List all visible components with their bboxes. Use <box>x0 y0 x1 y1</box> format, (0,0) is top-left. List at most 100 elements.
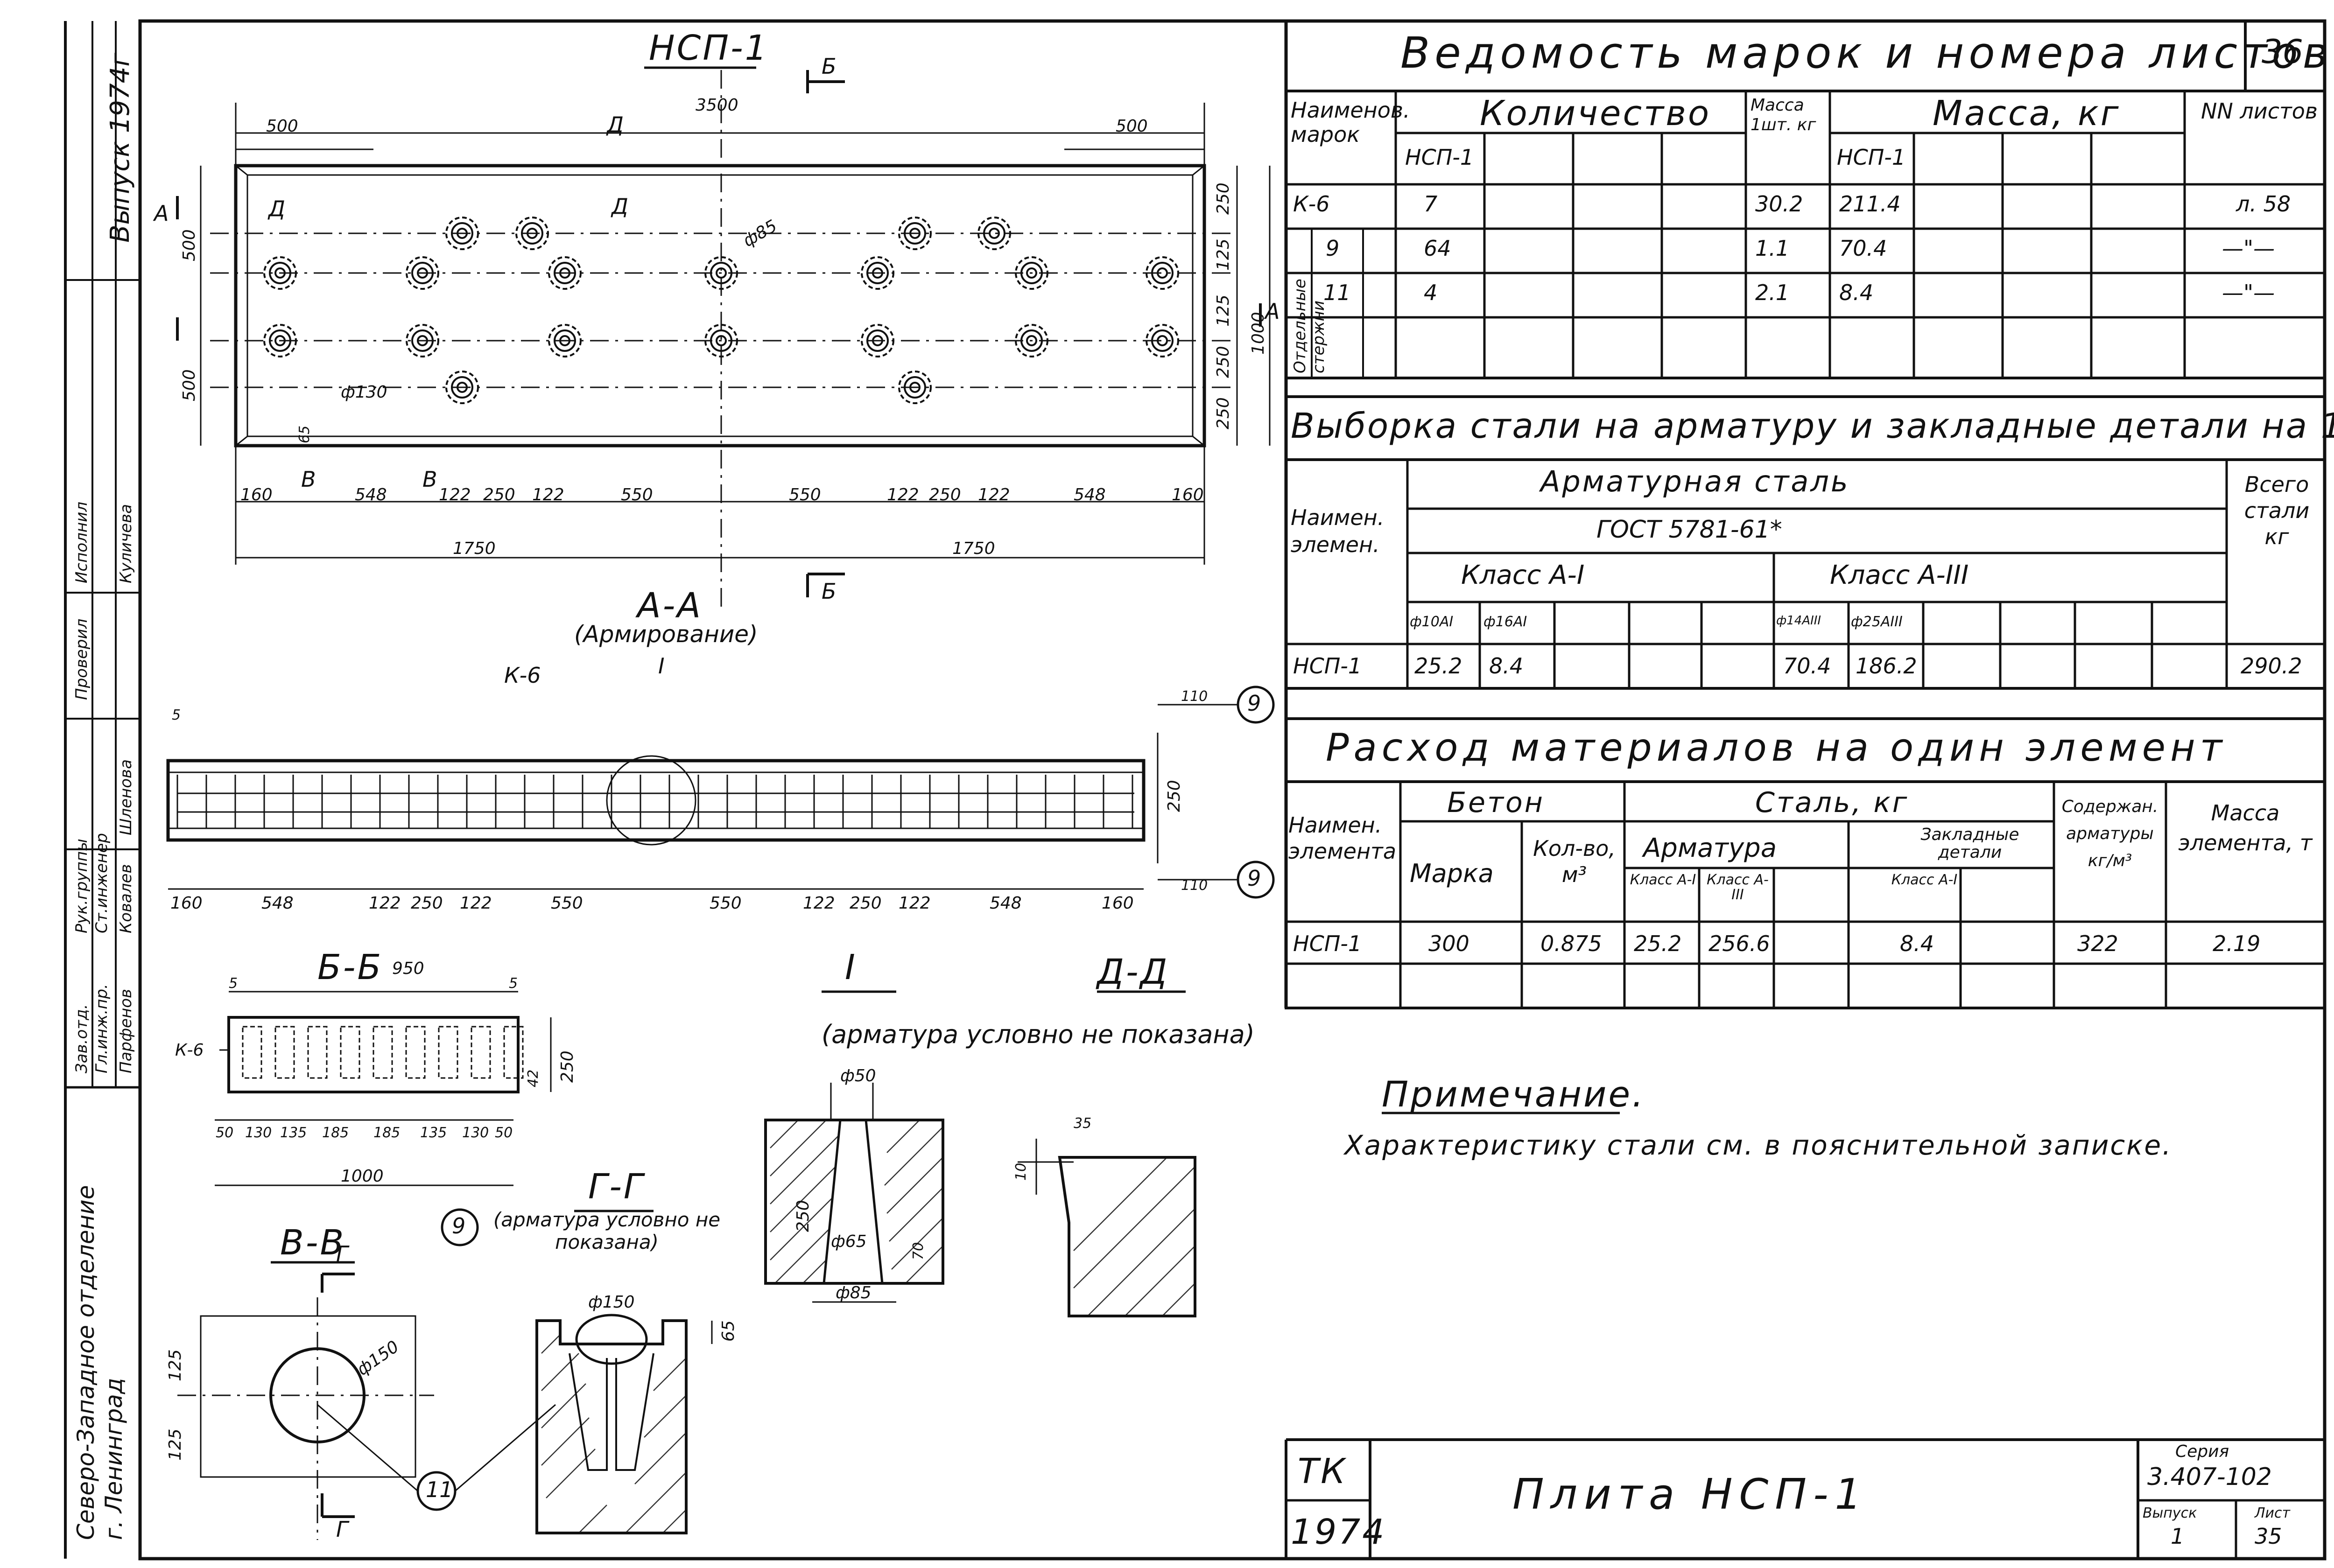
material-row-grade: 300 <box>1428 931 1469 956</box>
plan-hole <box>1157 335 1168 346</box>
plan-bottom-dim: 250 <box>483 485 515 504</box>
plan-hole <box>872 267 883 279</box>
material-h-mass: Масса элемента, т <box>2178 800 2313 855</box>
plan-hole <box>548 256 582 290</box>
drawing-title: Плита НСП-1 <box>1512 1470 1868 1519</box>
plan-cut-b-top: Б <box>822 54 837 79</box>
section-aa-dim: 122 <box>803 894 835 913</box>
plan-hole <box>1146 256 1179 290</box>
marks-row-m: 8.4 <box>1839 280 1874 305</box>
detail-I-dmid: ф65 <box>831 1232 867 1251</box>
plan-bottom-dim: 550 <box>621 485 653 504</box>
section-bb-title: Б-Б <box>317 947 383 987</box>
marks-row-m1: 2.1 <box>1755 280 1790 305</box>
plan-hole <box>904 222 926 245</box>
series-value: 3.407-102 <box>2147 1463 2272 1491</box>
plan-hole <box>554 329 576 352</box>
marks-row-sheet: —"— <box>2222 236 2275 261</box>
marks-h-qty: Количество <box>1480 93 1711 133</box>
section-gg-h: 65 <box>719 1320 738 1342</box>
marks-row-sheet: л. 58 <box>2236 191 2291 217</box>
plan-right-dim: 125 <box>1214 294 1233 327</box>
material-row-volume: 0.875 <box>1540 931 1602 956</box>
plan-hole <box>1157 267 1168 279</box>
detail-I-note: (арматура условно не показана) <box>822 1020 1255 1049</box>
plan-hole <box>1015 256 1048 290</box>
steel-d1: ф10АI <box>1410 614 1454 630</box>
plan-hole <box>861 324 894 357</box>
plan-hole <box>866 262 889 284</box>
plan-bottom-dim: 122 <box>887 485 919 504</box>
tk-label: ТК <box>1298 1451 1347 1491</box>
section-bb-h1: 42 <box>525 1069 541 1087</box>
section-vv-h: 125 <box>166 1428 185 1461</box>
steel-d2: ф16АI <box>1483 614 1527 630</box>
plan-left-dim: 500 <box>180 369 199 401</box>
plan-hole <box>559 335 570 346</box>
plan-half-dim: 1750 <box>453 539 496 558</box>
material-row-mass: 2.19 <box>2213 931 2261 956</box>
plan-hole-label2: ф130 <box>341 383 387 402</box>
section-aa-side-dim: 250 <box>1165 780 1184 812</box>
stamp-role: Рук.группы <box>72 839 91 933</box>
plan-hole <box>1146 324 1179 357</box>
plan-bottom-dim: 160 <box>240 485 273 504</box>
plan-hole <box>989 228 1000 239</box>
plan-hole <box>1015 324 1048 357</box>
section-aa-dim: 548 <box>990 894 1022 913</box>
plan-hole <box>263 324 297 357</box>
marks-row-mark: 11 <box>1323 280 1351 305</box>
section-aa-dim: 160 <box>1102 894 1134 913</box>
section-bb-rib <box>471 1026 491 1079</box>
marks-row-m: 211.4 <box>1839 191 1901 217</box>
plan-hole <box>704 324 738 357</box>
steel-table-title: Выборка стали на арматуру и закладные де… <box>1291 406 2334 446</box>
marks-h-name: Наименов. марок <box>1291 98 1410 147</box>
material-h-volume: Кол-во, м³ <box>1533 836 1616 887</box>
plan-hole <box>445 371 479 404</box>
stamp-name: Куличева <box>117 504 135 583</box>
plan-hole <box>411 262 434 284</box>
plan-top-dim: 500 <box>1116 117 1148 136</box>
stamp-role: Проверил <box>72 618 91 700</box>
material-row-a1: 25.2 <box>1634 931 1682 956</box>
section-bb-rib <box>405 1026 426 1079</box>
marks-row-m: 70.4 <box>1839 236 1887 261</box>
section-gg-title: Г-Г <box>588 1167 645 1207</box>
plan-cut-d2: Д <box>612 194 628 219</box>
stamp-org: Северо-Западное отделение <box>72 1185 99 1540</box>
marks-row-mark: 9 <box>1326 236 1340 261</box>
plan-hole <box>527 228 538 239</box>
plan-hole <box>269 262 291 284</box>
plan-half-dim: 1750 <box>952 539 995 558</box>
plan-title: НСП-1 <box>649 28 769 68</box>
marks-row-qty: 4 <box>1424 280 1438 305</box>
sheet-value: 35 <box>2255 1524 2282 1549</box>
section-aa-mark9: 9 <box>1247 691 1261 716</box>
material-h-embed-class: Класс А-I <box>1891 872 1958 888</box>
note-text: Характеристику стали см. в пояснительной… <box>1344 1129 2172 1161</box>
plan-hole <box>559 267 570 279</box>
sheet-number: 36 <box>2262 33 2304 71</box>
plan-top-dim: 3500 <box>696 96 738 115</box>
detail-dd-w: 35 <box>1074 1115 1092 1132</box>
section-aa-dim: 250 <box>850 894 882 913</box>
section-aa-dim: 122 <box>460 894 492 913</box>
plan-top-dim: 500 <box>266 117 298 136</box>
material-h-class3: Класс А-III <box>1707 872 1769 903</box>
section-bb-rib <box>373 1026 393 1079</box>
marks-row-qty: 7 <box>1424 191 1438 217</box>
detail-dd-title: Д-Д <box>1097 952 1169 992</box>
section-bb-dim: 185 <box>322 1125 349 1141</box>
stamp-role: Зав.отд. <box>72 1004 91 1073</box>
steel-row-name: НСП-1 <box>1293 653 1362 679</box>
plan-bottom-dim: 122 <box>439 485 471 504</box>
section-aa-dim: 548 <box>261 894 294 913</box>
section-bb-note: (арматура условно не показана) <box>493 1208 721 1253</box>
stamp-name: Ковалев <box>117 864 135 933</box>
steel-row-total: 290.2 <box>2241 653 2302 679</box>
note-title: Примечание. <box>1382 1073 1645 1115</box>
section-vv-cut2: Г <box>336 1517 348 1542</box>
steel-h-gost: ГОСТ 5781-61* <box>1596 516 1782 544</box>
plan-hole <box>1151 262 1174 284</box>
